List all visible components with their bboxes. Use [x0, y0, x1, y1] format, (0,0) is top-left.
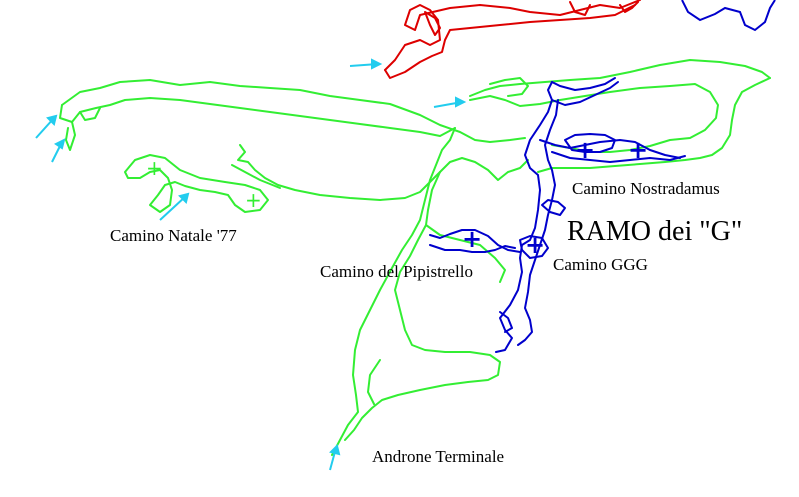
shaft-marker-nostradamus-1: + [575, 136, 595, 164]
map-labels: Camino Natale '77 Camino del Pipistrello… [110, 179, 742, 466]
red-passage [384, 0, 641, 79]
label-ramo-g: RAMO dei "G" [567, 216, 742, 247]
blue-passage-top-right [681, 0, 776, 32]
green-shaft-markers: + + [146, 156, 262, 212]
shaft-marker-natale-2: + [245, 188, 262, 212]
arrow-icon [159, 192, 190, 221]
label-androne-terminale: Androne Terminale [372, 447, 504, 466]
cyan-arrows [35, 58, 467, 471]
shaft-marker-natale: + [146, 156, 163, 180]
arrow-icon [433, 96, 467, 108]
arrow-icon [35, 114, 58, 139]
label-camino-nostradamus: Camino Nostradamus [572, 179, 720, 198]
arrow-icon [51, 138, 66, 163]
green-passages [59, 59, 771, 456]
arrow-icon [349, 58, 383, 70]
shaft-marker-pipistrello: + [462, 225, 482, 253]
shaft-marker-nostradamus-2: + [628, 136, 648, 164]
label-camino-ggg: Camino GGG [553, 255, 648, 274]
label-camino-pipistrello: Camino del Pipistrello [320, 262, 473, 281]
label-camino-natale: Camino Natale '77 [110, 226, 237, 245]
blue-passages [429, 77, 686, 353]
shaft-marker-ggg: + [525, 231, 545, 259]
blue-shaft-markers: + + + + [462, 136, 648, 259]
arrow-icon [329, 444, 341, 471]
